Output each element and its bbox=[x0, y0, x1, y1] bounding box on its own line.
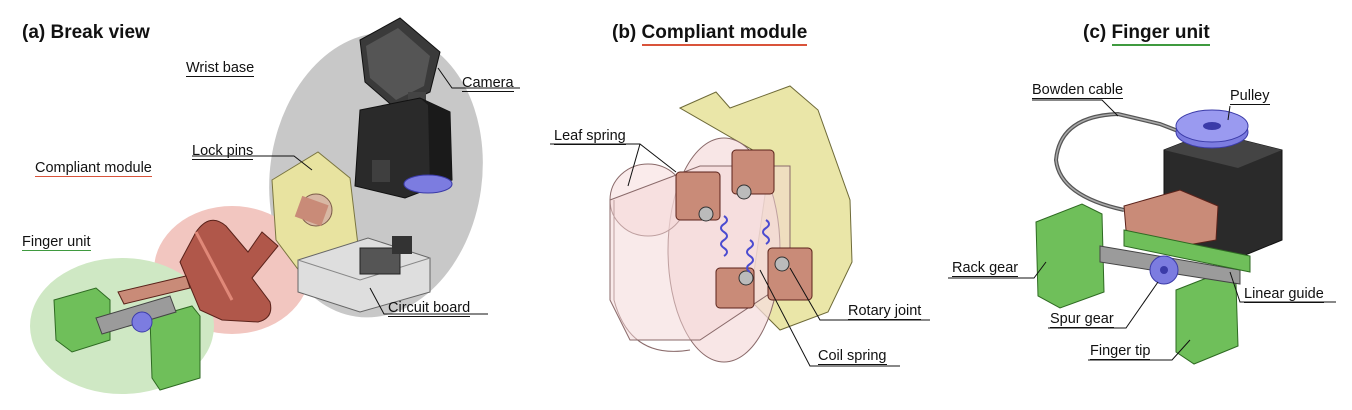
label-compliant-module: Compliant module bbox=[35, 160, 152, 177]
label-rack-gear: Rack gear bbox=[952, 260, 1019, 277]
panel-a-title: (a) Break view bbox=[22, 22, 150, 43]
finger-unit-part-a bbox=[53, 275, 201, 391]
label-bowden-cable: Bowden cable bbox=[1032, 82, 1124, 99]
camera-part bbox=[359, 17, 441, 109]
label-lock-pins: Lock pins bbox=[192, 143, 254, 160]
label-spur-gear: Spur gear bbox=[1050, 311, 1114, 328]
label-coil-spring: Coil spring bbox=[818, 348, 887, 365]
finger-unit-detail bbox=[1035, 109, 1283, 365]
compliant-module-detail bbox=[609, 85, 853, 363]
label-wrist-base: Wrist base bbox=[186, 60, 255, 77]
label-finger-tip: Finger tip bbox=[1090, 343, 1151, 360]
label-pulley: Pulley bbox=[1230, 88, 1270, 105]
label-rotary-joint: Rotary joint bbox=[848, 303, 922, 320]
label-camera: Camera bbox=[462, 75, 514, 92]
wrist-base-part bbox=[354, 97, 453, 199]
label-linear-guide: Linear guide bbox=[1244, 286, 1324, 303]
label-circuit-board: Circuit board bbox=[388, 300, 471, 317]
circuit-board-part bbox=[297, 236, 431, 313]
panel-b-title: (b) Compliant module bbox=[612, 22, 808, 46]
label-leaf-spring: Leaf spring bbox=[554, 128, 626, 145]
label-finger-unit: Finger unit bbox=[22, 234, 91, 251]
panel-c-title: (c) Finger unit bbox=[1083, 22, 1210, 46]
compliant-module-part bbox=[179, 219, 279, 323]
